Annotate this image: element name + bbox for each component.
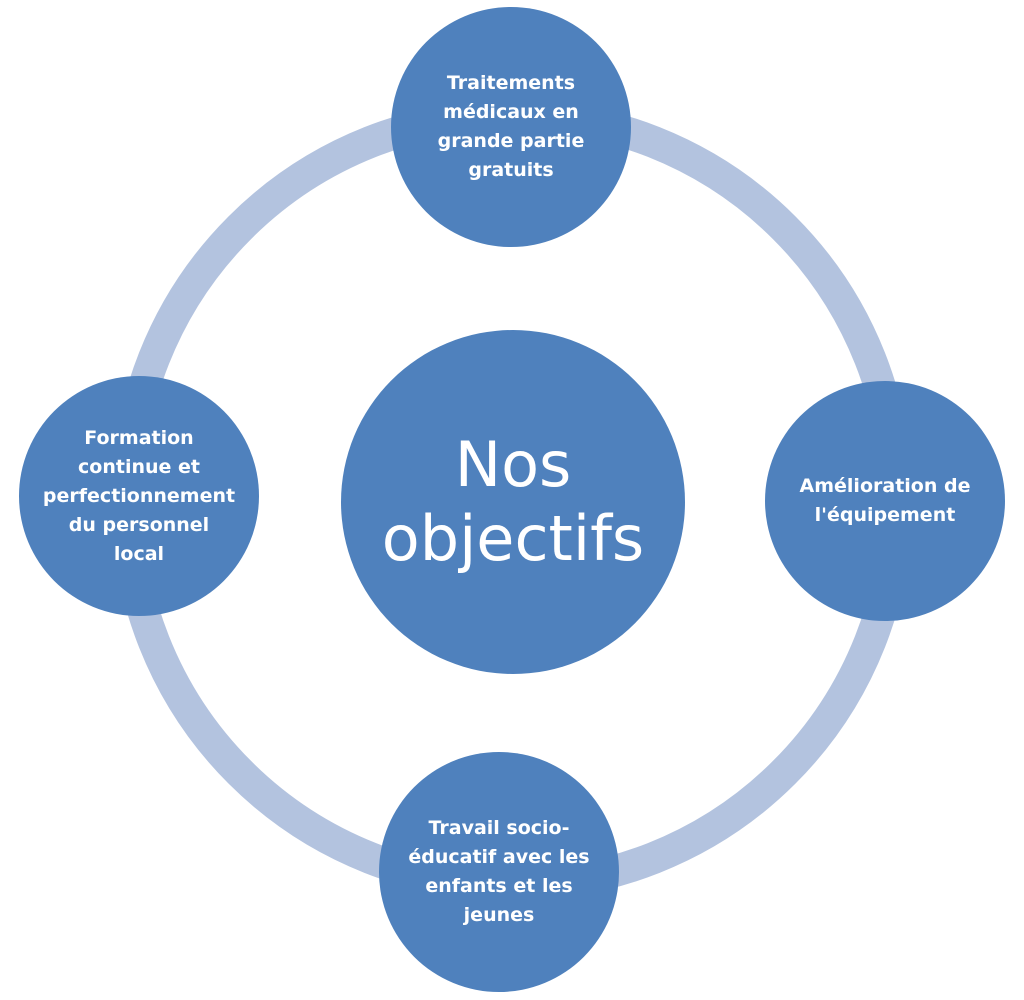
center-title: Nos objectifs xyxy=(381,428,645,575)
objective-node-socio-educational: Travail socio-éducatif avec les enfants … xyxy=(379,752,619,992)
objective-node-free-treatment: Traitements médicaux en grande partie gr… xyxy=(391,7,631,247)
center-circle: Nos objectifs xyxy=(341,330,685,674)
objective-node-equipment: Amélioration de l'équipement xyxy=(765,381,1005,621)
objective-label: Travail socio-éducatif avec les enfants … xyxy=(408,817,590,926)
objective-node-staff-training: Formation continue et perfectionnement d… xyxy=(19,376,259,616)
objective-label: Traitements médicaux en grande partie gr… xyxy=(437,72,585,181)
objective-label: Formation continue et perfectionnement d… xyxy=(42,426,236,565)
objective-label: Amélioration de l'équipement xyxy=(799,475,971,526)
